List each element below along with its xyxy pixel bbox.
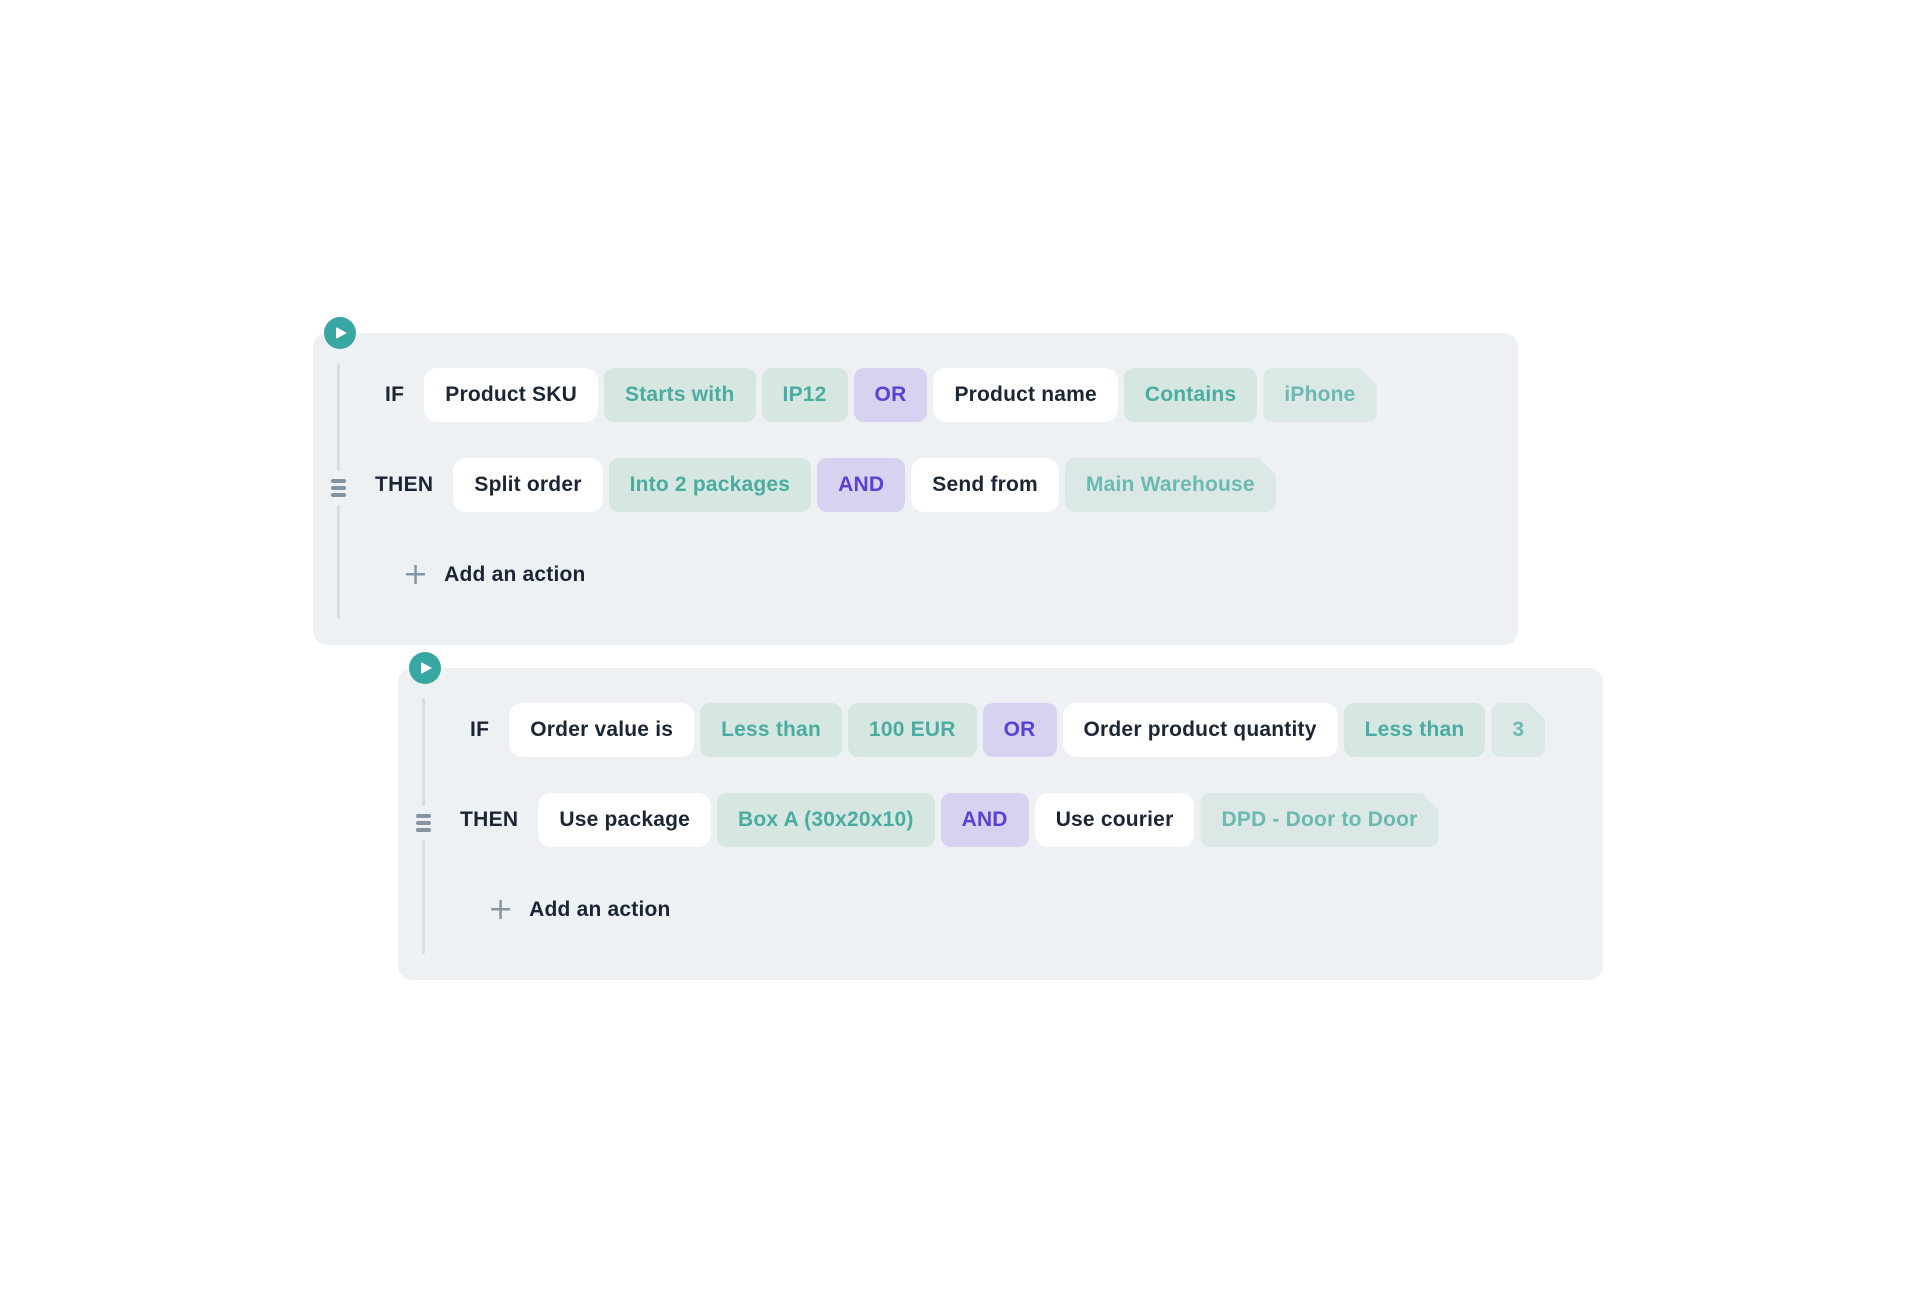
rule-chip[interactable]: Send from	[911, 458, 1059, 512]
rule-chip[interactable]: Use courier	[1034, 793, 1195, 847]
rule-chip[interactable]: 100 EUR	[847, 703, 977, 757]
rule-chip[interactable]: Less than	[700, 703, 842, 757]
plus-icon: +	[403, 557, 429, 592]
rule-chip[interactable]: iPhone	[1263, 368, 1376, 422]
rule-chip[interactable]: 3	[1491, 703, 1545, 757]
if-label: IF	[470, 718, 490, 741]
play-icon	[336, 327, 347, 339]
rule-chip[interactable]: IP12	[761, 368, 848, 422]
rule-chip[interactable]: Order value is	[509, 703, 695, 757]
run-rule-button[interactable]	[409, 652, 441, 684]
rule-chip[interactable]: AND	[940, 793, 1029, 847]
rule-chip[interactable]: Less than	[1343, 703, 1486, 757]
rule-chip[interactable]: AND	[817, 458, 906, 512]
rule-chip[interactable]: Split order	[453, 458, 603, 512]
rule-chip[interactable]: Product SKU	[424, 368, 598, 422]
play-icon	[421, 662, 432, 674]
add-action-label: Add an action	[529, 898, 671, 921]
rule-chip[interactable]: Starts with	[603, 368, 756, 422]
run-rule-button[interactable]	[324, 317, 356, 349]
add-action-label: Add an action	[444, 563, 586, 586]
rule-chip[interactable]: Product name	[933, 368, 1118, 422]
add-action-button[interactable]: + Add an action	[403, 559, 586, 591]
rule-chip[interactable]: OR	[982, 703, 1057, 757]
rule-chip[interactable]: Order product quantity	[1062, 703, 1338, 757]
drag-handle-icon[interactable]	[327, 471, 350, 505]
then-label: THEN	[460, 808, 519, 831]
plus-icon: +	[488, 892, 514, 927]
rule-chip[interactable]: DPD - Door to Door	[1200, 793, 1438, 847]
add-action-button[interactable]: + Add an action	[488, 894, 671, 926]
rule-chip[interactable]: Contains	[1123, 368, 1258, 422]
drag-handle-icon[interactable]	[412, 806, 435, 840]
rule-chip[interactable]: Box A (30x20x10)	[717, 793, 935, 847]
if-label: IF	[385, 383, 405, 406]
rule-chip[interactable]: Use package	[538, 793, 711, 847]
rule-chip[interactable]: Main Warehouse	[1065, 458, 1276, 512]
rule-chip[interactable]: Into 2 packages	[608, 458, 812, 512]
then-label: THEN	[375, 473, 434, 496]
rule-chip[interactable]: OR	[853, 368, 928, 422]
